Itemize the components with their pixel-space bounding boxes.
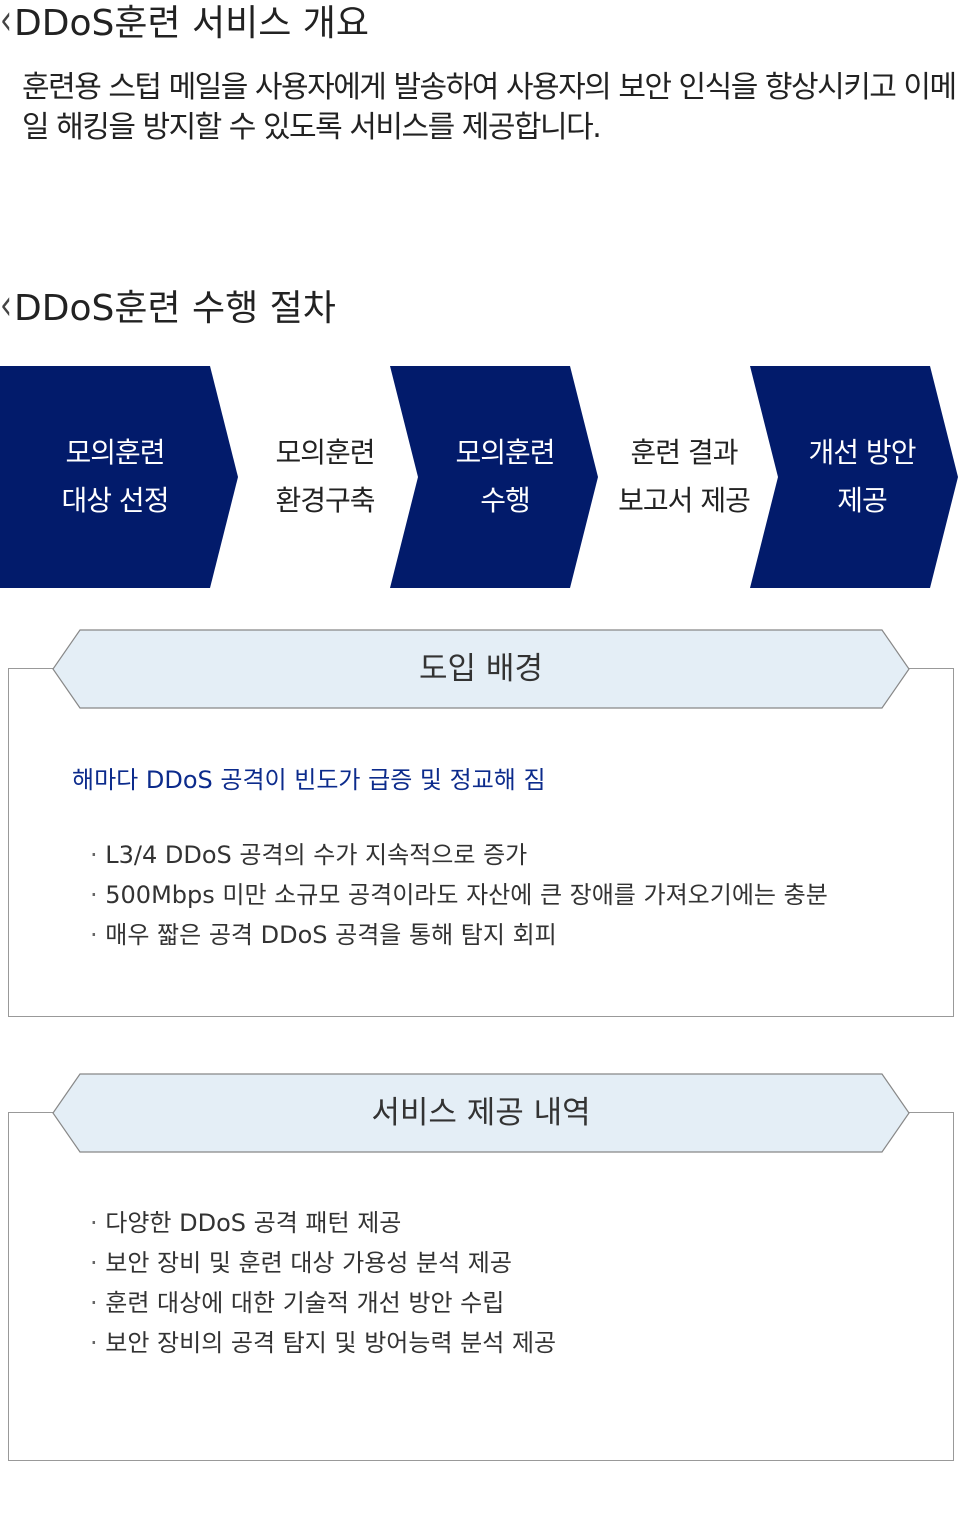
step-line: 보고서 제공 (618, 484, 751, 517)
step-line: 수행 (480, 484, 531, 517)
services-header: 서비스 제공 내역 (52, 1073, 910, 1153)
divider (9, 1112, 55, 1113)
step-line: 개선 방안 (808, 436, 917, 469)
background-list: L3/4 DDoS 공격의 수가 지속적으로 증가 500Mbps 미만 소규모… (90, 835, 828, 955)
divider (909, 1112, 953, 1113)
list-item: 보안 장비의 공격 탐지 및 방어능력 분석 제공 (90, 1323, 556, 1363)
divider (9, 668, 55, 669)
step-line: 제공 (837, 484, 888, 517)
step-line: 훈련 결과 (630, 436, 739, 469)
chevron-step-5 (750, 366, 958, 588)
background-title: 도입 배경 (419, 651, 543, 687)
chevron-left-icon: ‹ (0, 0, 12, 45)
list-item: 매우 짧은 공격 DDoS 공격을 통해 탐지 회피 (90, 915, 828, 955)
background-header: 도입 배경 (52, 629, 910, 709)
list-item: 훈련 대상에 대한 기술적 개선 방안 수립 (90, 1283, 556, 1323)
background-subtitle: 해마다 DDoS 공격이 빈도가 급증 및 정교해 짐 (72, 766, 546, 794)
step-line: 환경구축 (275, 484, 375, 517)
services-box (8, 1112, 954, 1461)
overview-description: 훈련용 스텁 메일을 사용자에게 발송하여 사용자의 보안 인식을 향상시키고 … (22, 70, 957, 145)
services-title: 서비스 제공 내역 (371, 1095, 591, 1131)
overview-title: ‹DDoS훈련 서비스 개요 (0, 0, 369, 45)
divider (909, 668, 953, 669)
list-item: 보안 장비 및 훈련 대상 가용성 분석 제공 (90, 1243, 556, 1283)
step-line: 모의훈련 (65, 436, 165, 469)
list-item: 다양한 DDoS 공격 패턴 제공 (90, 1203, 556, 1243)
step-line: 모의훈련 (455, 436, 555, 469)
flow-chevrons (0, 366, 958, 588)
list-item: 500Mbps 미만 소규모 공격이라도 자산에 큰 장애를 가져오기에는 충분 (90, 875, 828, 915)
procedure-title-text: DDoS훈련 수행 절차 (14, 288, 336, 329)
overview-title-text: DDoS훈련 서비스 개요 (14, 3, 370, 44)
chevron-step-1 (0, 366, 238, 588)
step-line: 대상 선정 (61, 484, 170, 517)
chevron-left-icon: ‹ (0, 280, 12, 330)
services-list: 다양한 DDoS 공격 패턴 제공 보안 장비 및 훈련 대상 가용성 분석 제… (90, 1203, 556, 1363)
background-box (8, 668, 954, 1017)
step-line: 모의훈련 (275, 436, 375, 469)
list-item: L3/4 DDoS 공격의 수가 지속적으로 증가 (90, 835, 828, 875)
chevron-step-3 (390, 366, 598, 588)
procedure-title: ‹DDoS훈련 수행 절차 (0, 280, 336, 330)
